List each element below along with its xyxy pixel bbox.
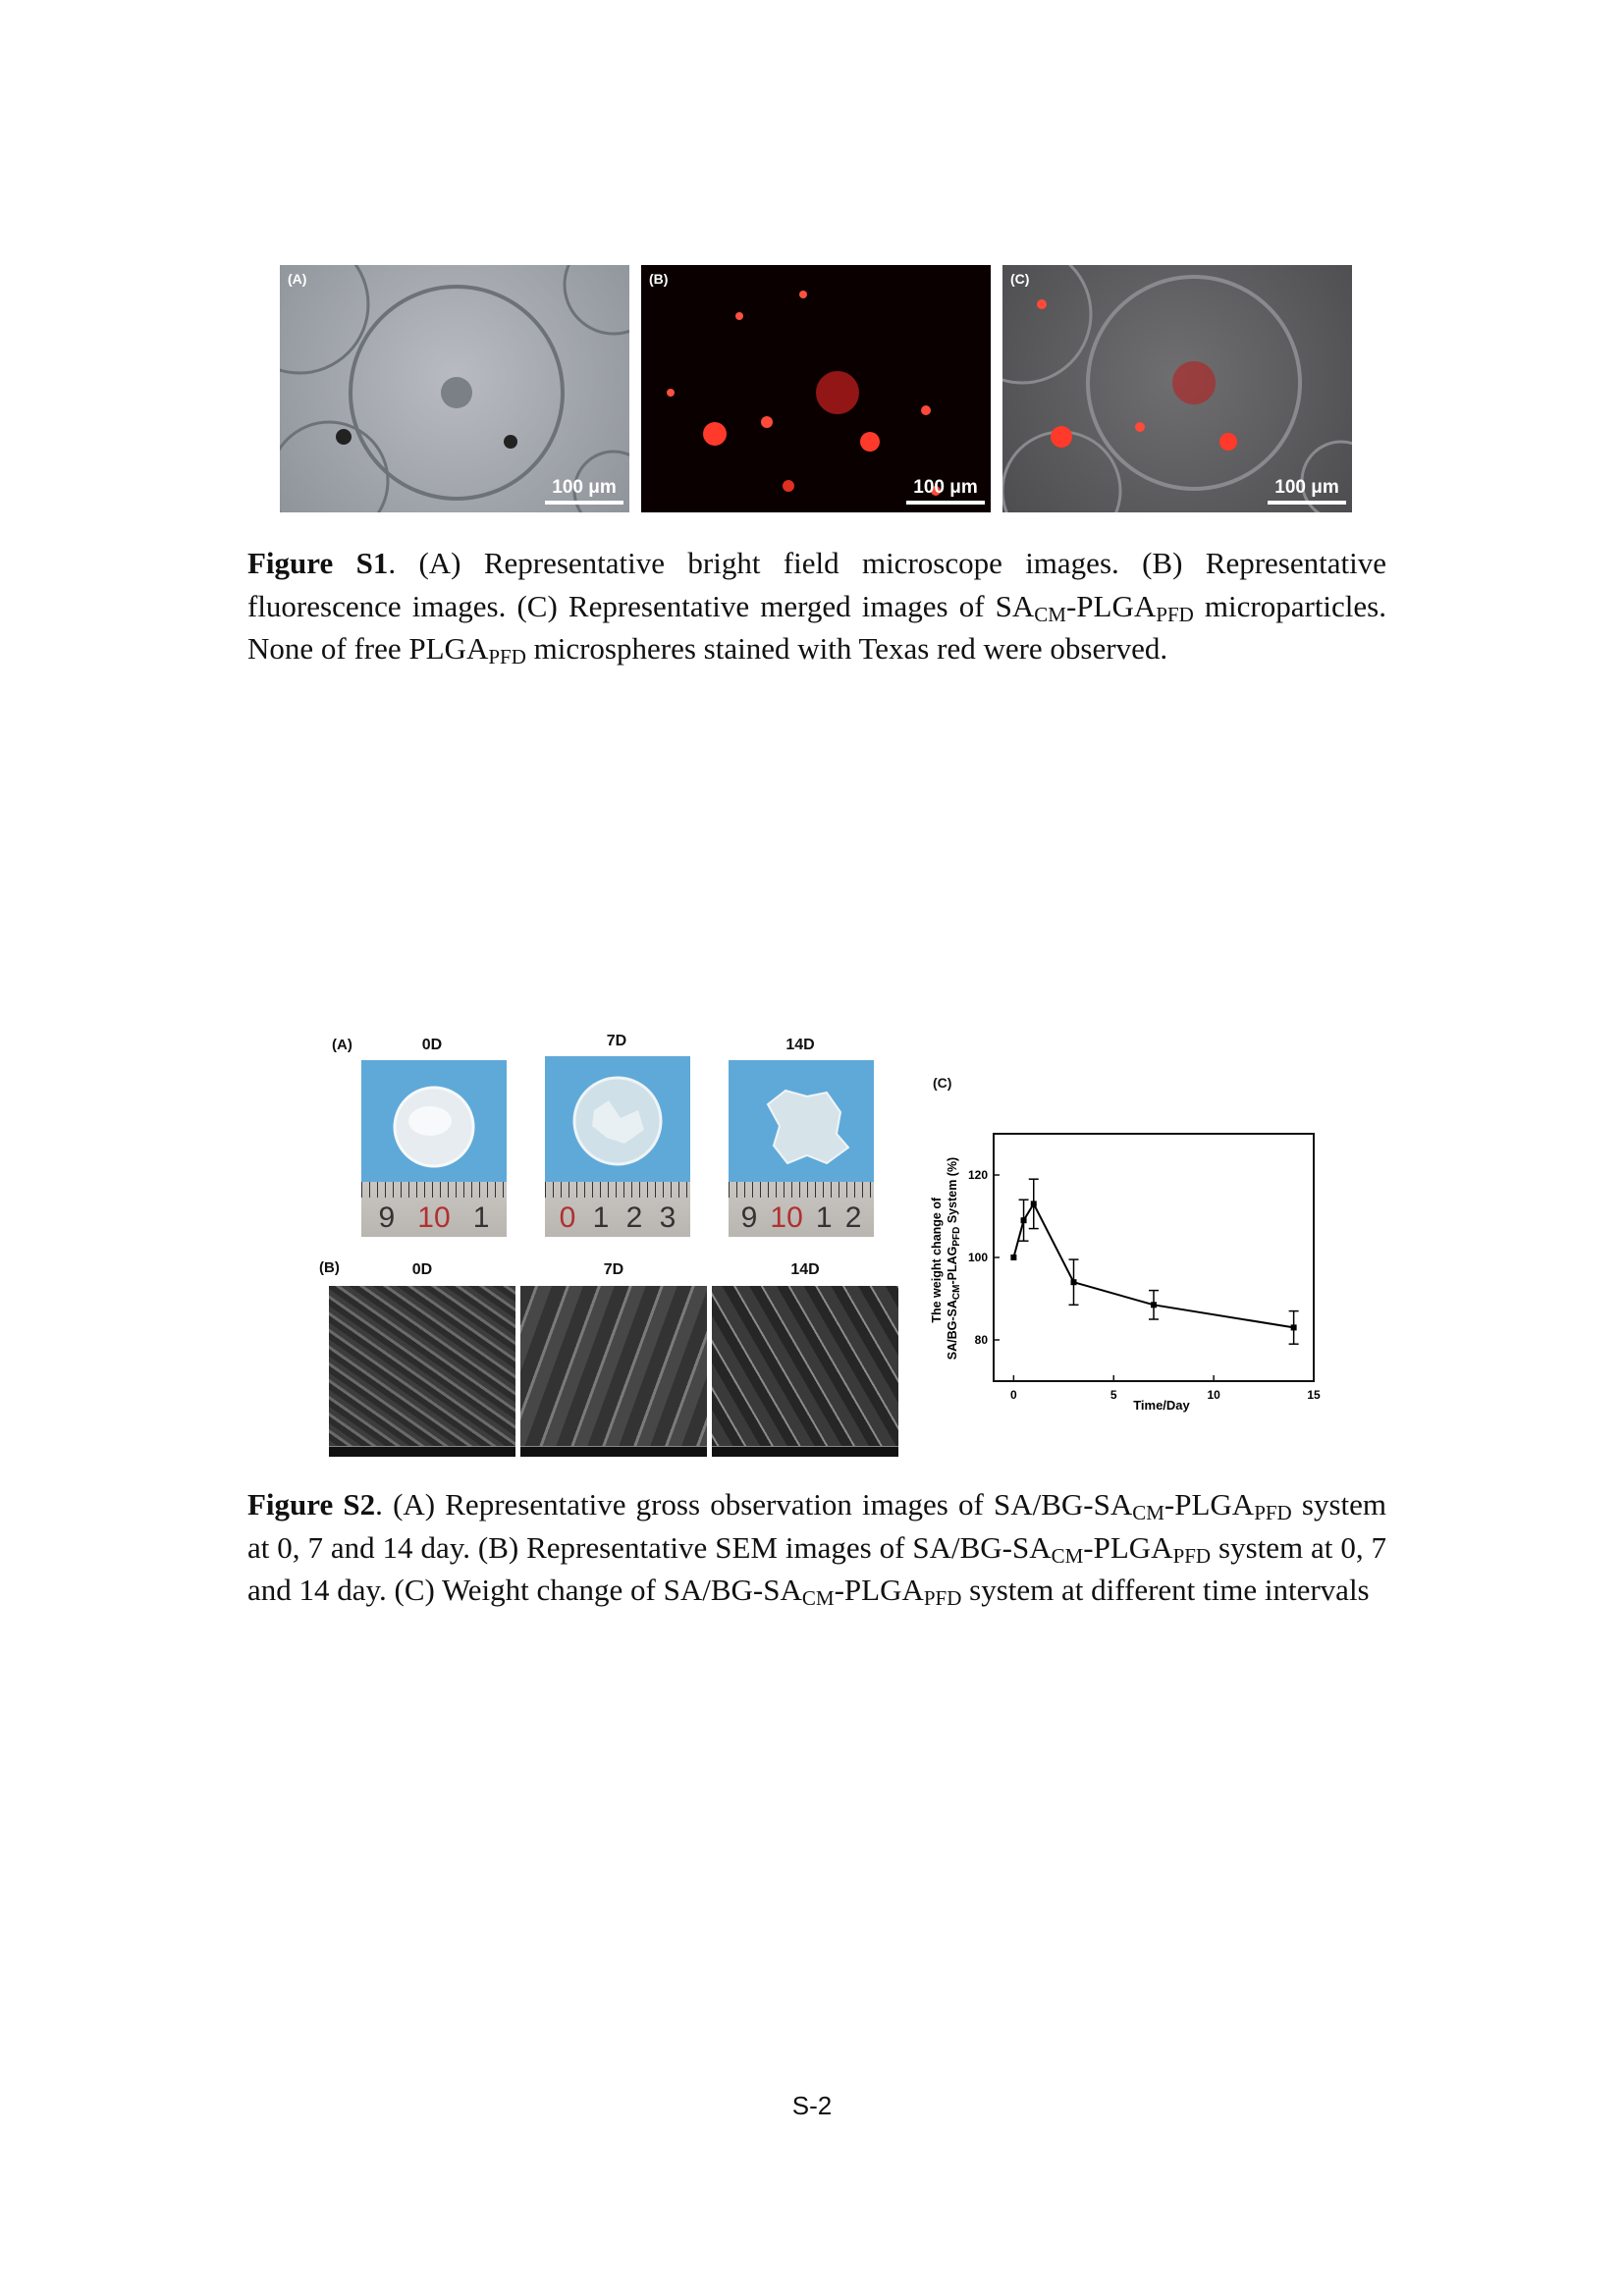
s2-a-day-14: 14D	[785, 1037, 815, 1053]
error-bars	[1018, 1178, 1299, 1345]
figure-s2-t5: system at 0, 7 and 14 day. (C) Weight ch…	[247, 1529, 1386, 1608]
y-tick-label: 120	[968, 1168, 988, 1182]
hydrogel-7d-image	[572, 1076, 663, 1166]
figure-s1-caption: Figure S1. (A) Representative bright fie…	[247, 542, 1386, 670]
ruler-0d: 9 10 1	[361, 1182, 507, 1237]
sem-image-0d	[329, 1286, 515, 1457]
data-point	[1020, 1217, 1027, 1224]
ruler-14d-num: 10	[770, 1201, 803, 1234]
y-tick-label: 100	[968, 1251, 988, 1264]
panel-c-scalebar: 100 μm	[1268, 477, 1346, 505]
figure-s1-sub2: PFD	[1156, 602, 1194, 626]
ruler-0d-num: 1	[472, 1201, 490, 1234]
ruler-14d-num: 9	[740, 1201, 758, 1234]
figure-s2-caption: Figure S2. (A) Representative gross obse…	[247, 1483, 1386, 1612]
x-tick-label: 5	[1110, 1388, 1117, 1402]
x-axis-label: Time/Day	[1133, 1398, 1190, 1413]
data-point	[1070, 1279, 1077, 1286]
panel-b-fluorescence: (B) 100 μm	[641, 265, 991, 512]
figure-s1-sub1: CM	[1034, 602, 1066, 626]
figure-s2-t7: system at different time intervals	[961, 1573, 1370, 1607]
data-point	[1151, 1302, 1157, 1308]
figure-s2-label: Figure S2	[247, 1487, 376, 1522]
panel-a-scalebar: 100 μm	[545, 477, 623, 505]
y-axis-label-sub1: CM	[951, 1285, 962, 1301]
figure-s2-t2: -PLGA	[1164, 1487, 1255, 1522]
s2-b-day-14: 14D	[790, 1261, 820, 1278]
s2-b-day-7: 7D	[603, 1261, 624, 1278]
panel-c-label: (C)	[1010, 271, 1030, 287]
data-point	[1290, 1324, 1297, 1331]
x-tick-label: 0	[1010, 1388, 1017, 1402]
plot-frame	[993, 1133, 1315, 1382]
merged-image	[1002, 265, 1352, 512]
s2-panel-b-label: (B)	[319, 1259, 340, 1276]
panel-a-brightfield: (A) 100 μm	[280, 265, 629, 512]
data-points	[1010, 1201, 1297, 1331]
figure-s2-t1: . (A) Representative gross observation i…	[375, 1487, 1133, 1522]
hydrogel-0d-image	[393, 1086, 475, 1168]
figure-s1-text-a: . (A) Representative bright field micros…	[247, 546, 1386, 623]
ruler-7d-num: 0	[559, 1201, 576, 1234]
y-axis-label: The weight change of SA/BG-SACM-PLAGPFD …	[930, 1157, 962, 1360]
y-axis-label-line1: The weight change of	[930, 1197, 944, 1323]
s2-a-day-0: 0D	[421, 1037, 443, 1053]
sem-image-14d	[712, 1286, 898, 1457]
panel-a-scale-text: 100 μm	[552, 477, 617, 498]
ruler-7d-num: 1	[592, 1201, 610, 1234]
s2-b-day-0: 0D	[411, 1261, 433, 1278]
ruler-7d-num: 2	[625, 1201, 643, 1234]
ruler-7d-num: 3	[659, 1201, 677, 1234]
ruler-0d-num: 10	[417, 1201, 451, 1234]
figure-s2-s1: CM	[1132, 1501, 1164, 1524]
figure-s1-text-c: microparticles. None of free PLGA	[247, 588, 1386, 667]
y-axis-label-c: System (%)	[946, 1157, 959, 1227]
x-tick-label: 15	[1307, 1388, 1321, 1402]
series-line	[1012, 1201, 1294, 1329]
figure-s2-s4: PFD	[1172, 1543, 1212, 1568]
ruler-14d-num: 2	[844, 1201, 862, 1234]
panel-b-label: (B)	[649, 271, 669, 287]
figure-s2-s2: PFD	[1254, 1501, 1292, 1524]
figure-s1-text-d: microspheres stained with Texas red were…	[525, 631, 1168, 666]
figure-s2-s5: CM	[801, 1586, 835, 1610]
figure-s2-s3: CM	[1051, 1543, 1084, 1568]
panel-b-scalebar: 100 μm	[906, 477, 985, 505]
figure-s2-t4: -PLGA	[1083, 1529, 1173, 1565]
ruler-14d-num: 1	[815, 1201, 833, 1234]
figure-s1-text-b: -PLGA	[1065, 588, 1157, 623]
y-axis-label-b: -PLAG	[946, 1247, 959, 1285]
x-tick-label: 10	[1207, 1388, 1220, 1402]
figure-s1-sub3: PFD	[488, 645, 526, 668]
panel-a-label: (A)	[288, 271, 307, 287]
y-axis-label-a: SA/BG-SA	[946, 1300, 959, 1360]
axis-ticks: 0 5 10 15 80 100 120	[968, 1168, 1321, 1402]
figure-s1-label: Figure S1	[247, 546, 389, 580]
weight-change-chart: 0 5 10 15 80 100 120 Time/Day The weight chang…	[930, 1133, 1321, 1413]
fluorescence-image	[667, 291, 941, 496]
figure-s2-s6: PFD	[923, 1586, 962, 1610]
brightfield-image	[280, 265, 629, 512]
panel-c-scale-text: 100 μm	[1274, 477, 1339, 498]
panel-c-merged: (C) 100 μm	[1002, 265, 1352, 512]
figure-s2-t3: system at 0, 7 and 14 day. (B) Represent…	[247, 1487, 1386, 1565]
hydrogel-14d-image	[766, 1089, 850, 1165]
s2-a-day-7: 7D	[606, 1033, 627, 1049]
y-tick-label: 80	[975, 1333, 989, 1347]
s2-panel-c-label: (C)	[933, 1075, 952, 1091]
ruler-0d-num: 9	[378, 1201, 396, 1234]
gross-photo-0d: 9 10 1	[361, 1060, 507, 1237]
sem-image-7d	[520, 1286, 707, 1457]
page-number: S-2	[791, 2091, 833, 2120]
figure-s2-t6: -PLGA	[834, 1573, 924, 1607]
panel-b-scale-text: 100 μm	[913, 477, 978, 498]
data-point	[1030, 1201, 1037, 1207]
data-point	[1010, 1255, 1017, 1260]
s2-panel-a-label: (A)	[332, 1037, 352, 1053]
y-axis-label-sub2: PFD	[951, 1227, 962, 1247]
